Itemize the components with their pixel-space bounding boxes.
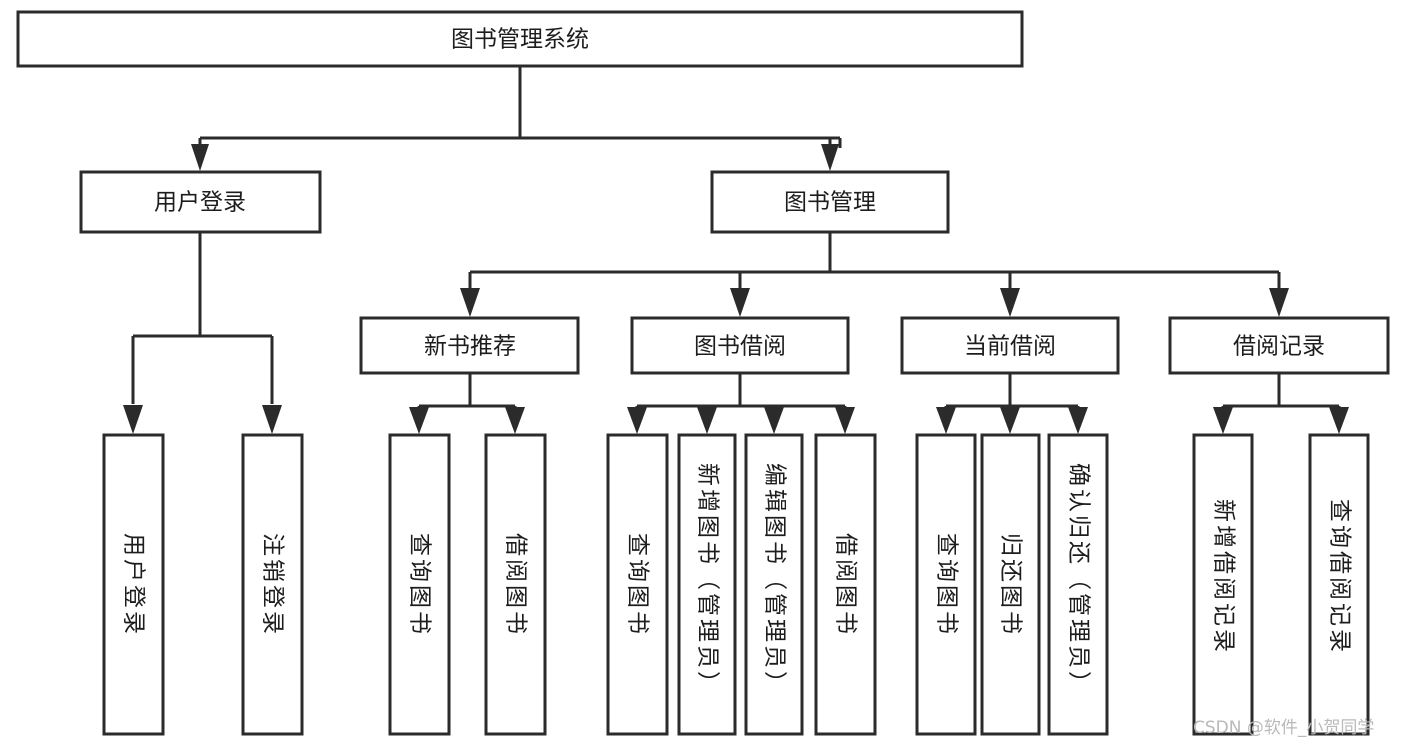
node-leaf-add-record-box[interactable] [1192, 433, 1254, 736]
arrow-head-leaf-return-book [1000, 407, 1020, 434]
node-leaf-query-book-2-label: 查询图书 [625, 533, 651, 637]
node-borrow-record-box[interactable] [1168, 316, 1390, 375]
node-user-login-label: 用户登录 [154, 190, 246, 216]
node-leaf-borrow-book-2[interactable]: 借阅图书 [814, 433, 877, 736]
node-leaf-logout[interactable]: 注销登录 [241, 433, 304, 736]
arrow-head-user-login [191, 144, 209, 171]
connector-book-manage-to-level3 [460, 232, 1289, 317]
connector-book-borrow-to-leaves [627, 373, 855, 434]
node-user-login[interactable]: 用户登录 [79, 170, 322, 234]
arrow-head-book-manage [821, 144, 839, 171]
node-leaf-add-book-box[interactable] [677, 433, 737, 736]
node-leaf-borrow-book-2-label: 借阅图书 [833, 533, 859, 637]
connector-root-to-level2 [191, 66, 842, 171]
node-leaf-add-record[interactable]: 新增借阅记录 [1192, 433, 1254, 736]
node-leaf-edit-book-box[interactable] [744, 433, 804, 736]
node-root-label: 图书管理系统 [451, 27, 589, 53]
node-current-borrow-label: 当前借阅 [964, 334, 1056, 360]
node-leaf-user-login-label: 用户登录 [121, 533, 147, 637]
node-new-book-recommend-label: 新书推荐 [424, 334, 516, 360]
arrow-head-leaf-logout [262, 405, 282, 434]
node-leaf-user-login-box[interactable] [102, 433, 165, 736]
node-borrow-record-label: 借阅记录 [1233, 334, 1325, 360]
node-leaf-add-book[interactable]: 新增图书（管理员） [677, 433, 737, 736]
arrow-head-leaf-query-book-3 [936, 407, 956, 434]
connector-new-book-recommend-to-leaves [409, 373, 525, 434]
node-leaf-edit-book-label: 编辑图书（管理员） [762, 463, 788, 697]
node-leaf-add-record-label: 新增借阅记录 [1211, 499, 1237, 655]
node-new-book-recommend-box[interactable] [359, 316, 580, 375]
node-leaf-return-book[interactable]: 归还图书 [980, 433, 1041, 736]
node-leaf-logout-box[interactable] [241, 433, 304, 736]
node-book-borrow-label: 图书借阅 [694, 334, 786, 360]
node-leaf-return-book-box[interactable] [980, 433, 1041, 736]
arrow-head-new-book-recommend [460, 288, 480, 317]
node-leaf-borrow-book-1-label: 借阅图书 [503, 533, 529, 637]
node-leaf-query-book-1-box[interactable] [388, 433, 451, 736]
node-leaf-return-book-label: 归还图书 [998, 533, 1024, 637]
node-book-manage-box[interactable] [710, 170, 950, 234]
arrow-head-borrow-record [1269, 288, 1289, 317]
node-leaf-query-record[interactable]: 查询借阅记录 [1308, 433, 1370, 736]
node-leaf-query-record-box[interactable] [1308, 433, 1370, 736]
node-leaf-query-book-1-label: 查询图书 [407, 533, 433, 637]
arrow-head-leaf-add-record [1213, 407, 1233, 434]
arrow-head-leaf-query-record [1329, 407, 1349, 434]
node-book-manage[interactable]: 图书管理 [710, 170, 950, 234]
arrow-head-book-borrow [730, 288, 750, 317]
node-leaf-query-book-1[interactable]: 查询图书 [388, 433, 451, 736]
node-root-box[interactable] [16, 10, 1024, 68]
arrow-head-leaf-user-login [123, 405, 143, 434]
node-new-book-recommend[interactable]: 新书推荐 [359, 316, 580, 375]
arrow-head-leaf-query-book-2 [627, 407, 647, 434]
connector-current-borrow-to-leaves [936, 373, 1088, 434]
node-current-borrow[interactable]: 当前借阅 [900, 316, 1120, 375]
arrow-head-leaf-edit-book [764, 407, 784, 434]
arrow-head-leaf-borrow-book-1 [505, 407, 525, 434]
connector-user-login-to-leaves [123, 232, 282, 434]
node-leaf-query-book-3-label: 查询图书 [934, 533, 960, 637]
node-leaf-borrow-book-1[interactable]: 借阅图书 [484, 433, 547, 736]
arrow-head-leaf-borrow-book-2 [835, 407, 855, 434]
arrow-head-current-borrow [1000, 288, 1020, 317]
node-root-system[interactable]: 图书管理系统 [16, 10, 1024, 68]
node-book-borrow-box[interactable] [630, 316, 850, 375]
node-leaf-edit-book[interactable]: 编辑图书（管理员） [744, 433, 804, 736]
node-book-borrow[interactable]: 图书借阅 [630, 316, 850, 375]
node-leaf-query-book-2[interactable]: 查询图书 [606, 433, 669, 736]
node-leaf-query-book-2-box[interactable] [606, 433, 669, 736]
node-leaf-logout-label: 注销登录 [260, 533, 286, 637]
arrow-head-leaf-confirm-return [1068, 407, 1088, 434]
node-leaf-query-book-3-box[interactable] [915, 433, 977, 736]
csdn-watermark: CSDN @软件_小贺同学 [1193, 718, 1375, 738]
node-leaf-confirm-return-label: 确认归还（管理员） [1066, 463, 1092, 697]
connector-borrow-record-to-leaves [1213, 373, 1349, 434]
node-current-borrow-box[interactable] [900, 316, 1120, 375]
node-leaf-user-login[interactable]: 用户登录 [102, 433, 165, 736]
node-book-manage-label: 图书管理 [784, 190, 876, 216]
node-leaf-query-book-3[interactable]: 查询图书 [915, 433, 977, 736]
arrow-head-leaf-query-book-1 [409, 407, 429, 434]
node-leaf-borrow-book-2-box[interactable] [814, 433, 877, 736]
node-leaf-add-book-label: 新增图书（管理员） [695, 463, 721, 697]
node-borrow-record[interactable]: 借阅记录 [1168, 316, 1390, 375]
node-user-login-box[interactable] [79, 170, 322, 234]
node-leaf-borrow-book-1-box[interactable] [484, 433, 547, 736]
node-leaf-confirm-return-box[interactable] [1047, 433, 1109, 736]
node-leaf-confirm-return[interactable]: 确认归还（管理员） [1047, 433, 1109, 736]
node-leaf-query-record-label: 查询借阅记录 [1327, 499, 1353, 655]
arrow-head-leaf-add-book [697, 407, 717, 434]
